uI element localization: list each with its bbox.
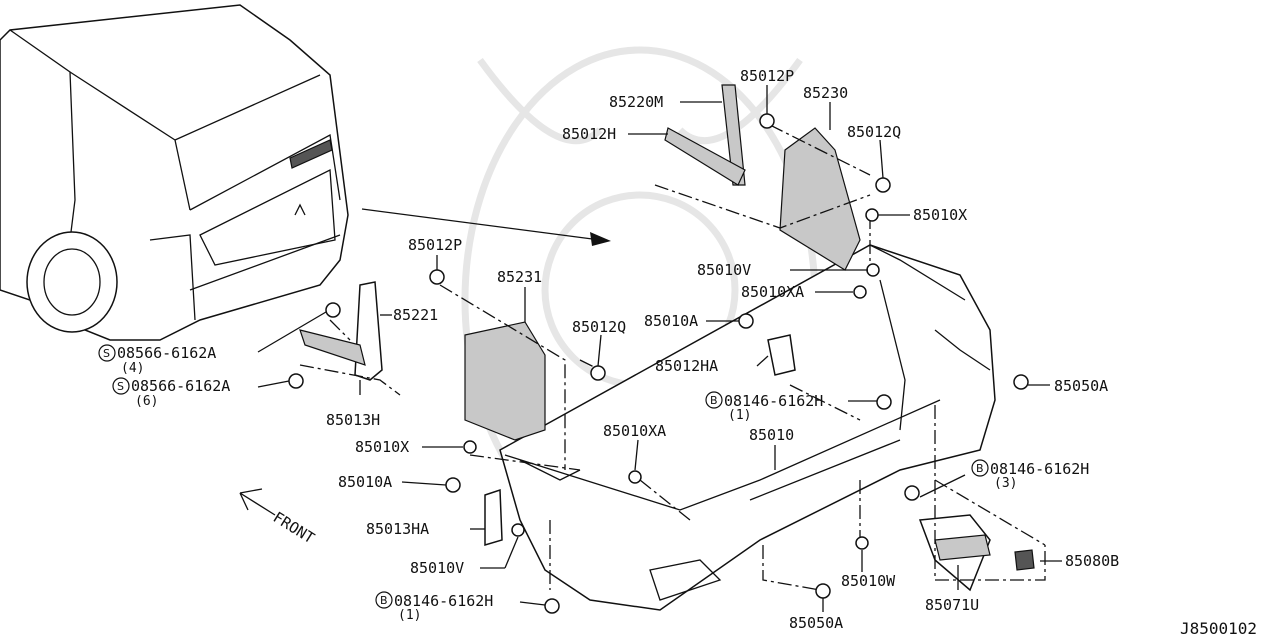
callout-b2-prefix: B <box>976 462 984 475</box>
bumper-fascia-85010 <box>499 244 996 611</box>
callout-b3-prefix: B <box>380 594 388 607</box>
callout-s2: S 08566-6162A (6) <box>112 377 230 409</box>
assembly-arrow <box>361 208 611 246</box>
label-85010V-right: 85010V <box>697 261 751 279</box>
bracket-85012HA <box>767 334 796 376</box>
callout-b3-qty: (1) <box>398 608 421 623</box>
label-85012P-top: 85012P <box>740 67 794 85</box>
label-85010XA-right: 85010XA <box>741 283 804 301</box>
label-85012H: 85012H <box>562 125 616 143</box>
label-85013H: 85013H <box>326 411 380 429</box>
callout-b2: B 08146-6162H (3) <box>971 459 1089 491</box>
diagram-reference-code: J8500102 <box>1180 619 1257 638</box>
label-85010X-right: 85010X <box>913 206 967 224</box>
callout-b3-part: 08146-6162H <box>394 592 493 610</box>
callout-b1-prefix: B <box>710 394 718 407</box>
label-85010V-left: 85010V <box>410 559 464 577</box>
label-85220M: 85220M <box>609 93 663 111</box>
label-85012HA: 85012HA <box>655 357 718 375</box>
panel-85231 <box>464 321 546 441</box>
callout-s1: S 08566-6162A (4) <box>98 344 216 376</box>
label-85050A-right: 85050A <box>1054 377 1108 395</box>
label-85012Q-left: 85012Q <box>572 318 626 336</box>
leader-lines <box>257 85 1062 612</box>
callout-b1: B 08146-6162H (1) <box>705 391 823 423</box>
label-85080B: 85080B <box>1065 552 1119 570</box>
reflector-85071U <box>918 514 1035 592</box>
label-85013HA: 85013HA <box>366 520 429 538</box>
callout-b2-part: 08146-6162H <box>990 460 1089 478</box>
vehicle-outline <box>0 4 349 341</box>
callout-s1-part: 08566-6162A <box>117 344 216 362</box>
part-labels: 85220M 85012P 85230 85012H 85012Q 85010X… <box>326 67 1119 632</box>
callout-s1-prefix: S <box>103 347 110 360</box>
label-85010A-mid: 85010A <box>644 312 698 330</box>
callout-b1-qty: (1) <box>728 408 751 423</box>
bracket-85220M <box>664 84 746 186</box>
label-85010XA-mid: 85010XA <box>603 422 666 440</box>
label-85010A-left: 85010A <box>338 473 392 491</box>
label-85071U: 85071U <box>925 596 979 614</box>
label-85012P-left: 85012P <box>408 236 462 254</box>
label-85050A-bottom: 85050A <box>789 614 843 632</box>
label-85230: 85230 <box>803 84 848 102</box>
callout-b3: B 08146-6162H (1) <box>375 591 493 623</box>
front-label: FRONT <box>270 508 318 547</box>
fasteners <box>288 113 1029 614</box>
bracket-85013HA <box>484 488 503 547</box>
callout-b1-part: 08146-6162H <box>724 392 823 410</box>
callout-s1-qty: (4) <box>121 361 144 376</box>
label-85010X-left: 85010X <box>355 438 409 456</box>
callout-b2-qty: (3) <box>994 476 1017 491</box>
label-85010: 85010 <box>749 426 794 444</box>
bracket-85221 <box>299 281 383 381</box>
assembly-lines <box>299 124 1046 591</box>
label-85010W: 85010W <box>841 572 896 590</box>
callout-s2-qty: (6) <box>135 394 158 409</box>
label-85012Q-right: 85012Q <box>847 123 901 141</box>
label-85231: 85231 <box>497 268 542 286</box>
callout-s2-prefix: S <box>117 380 124 393</box>
label-85221: 85221 <box>393 306 438 324</box>
callout-s2-part: 08566-6162A <box>131 377 230 395</box>
front-direction-indicator: FRONT <box>239 488 318 547</box>
